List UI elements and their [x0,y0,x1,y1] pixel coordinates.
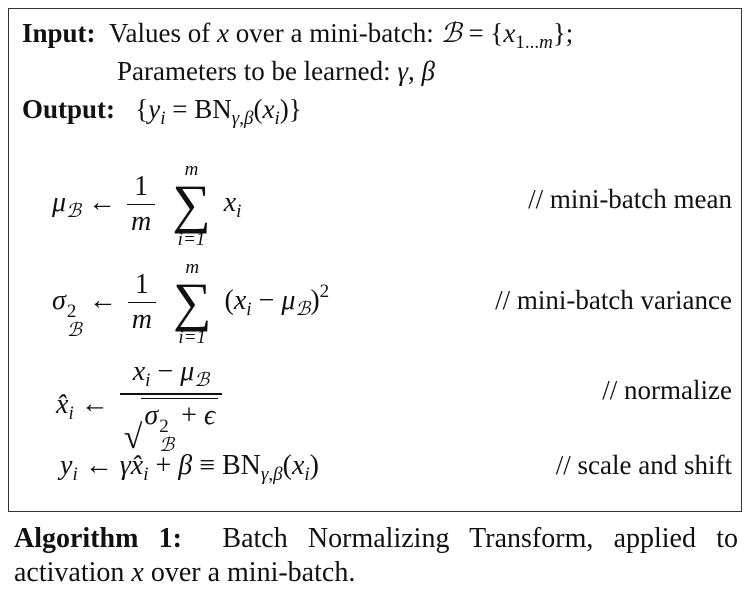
step-scale-comment: // scale and shift [555,450,732,480]
output-label: Output: [22,94,116,124]
caption-label: Algorithm 1: [14,523,182,554]
step-mean-comment: // mini-batch mean [528,184,732,214]
input-label: Input: [22,18,96,48]
algorithm-box [8,8,742,512]
input-text: Values of x over a mini-batch: ℬ = {x1..… [102,18,574,53]
input-line: Input: Values of x over a mini-batch: ℬ … [22,18,574,53]
caption-text: Batch Normalizing Transform, applied to … [14,523,738,588]
output-text: {yi = BNγ,β(xi)} [121,94,302,129]
output-line: Output: {yi = BNγ,β(xi)} [22,94,302,129]
params-line: Parameters to be learned: γ, β [117,56,435,86]
step-normalize-comment: // normalize [602,375,732,405]
step-variance-comment: // mini-batch variance [495,285,732,315]
step-scale-formula: yi ← γx̂i + β ≡ BNγ,β(xi) [60,450,319,485]
algorithm-caption: Algorithm 1: Batch Normalizing Transform… [14,522,738,590]
